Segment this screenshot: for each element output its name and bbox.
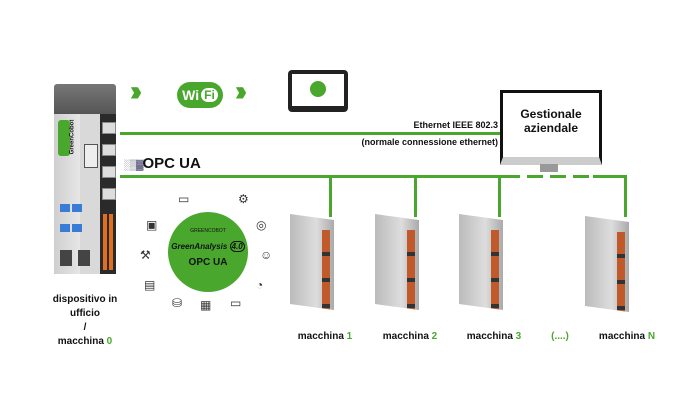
wifi-icon: Wi Fi	[177, 82, 223, 108]
ethernet-sublabel: (normale connessione ethernet)	[361, 137, 498, 147]
office-device: GreenCobot	[50, 84, 120, 274]
machine-module-2	[375, 214, 419, 310]
greenanalysis-hub: GREENCOBOT GreenAnalysis 4.0 OPC UA	[168, 212, 248, 292]
machine-label-2: macchina 2	[382, 331, 438, 342]
chevron-arrows-icon: ›››	[235, 75, 247, 108]
machine-module-3	[459, 214, 503, 310]
office-device-label: dispositivo in ufficio / macchina 0	[52, 294, 118, 347]
tablet-icon	[288, 70, 348, 112]
machine-label-ellipsis: (....)	[551, 331, 569, 342]
machine-label-3: macchina 3	[466, 331, 522, 342]
analytics-icons: ▭ ⚙ ▣ ◎ ⚒ ☺ ▤ ◔ ⛁ ▦ ▭	[140, 192, 273, 312]
machine-module-1	[290, 214, 334, 310]
machine-module-n	[585, 216, 629, 312]
ethernet-line	[120, 132, 500, 135]
ethernet-label: Ethernet IEEE 802.3	[413, 120, 498, 130]
chevron-arrows-icon: ›››	[130, 75, 142, 108]
erp-monitor: Gestionale aziendale	[500, 90, 602, 165]
machine-label-1: macchina 1	[297, 331, 353, 342]
opc-ua-logo: ░▒▓OPC UA	[124, 155, 201, 172]
machine-label-n: macchina N	[598, 331, 656, 342]
device-brand: GreenCobot	[69, 119, 76, 155]
opc-bus-line	[120, 175, 520, 178]
